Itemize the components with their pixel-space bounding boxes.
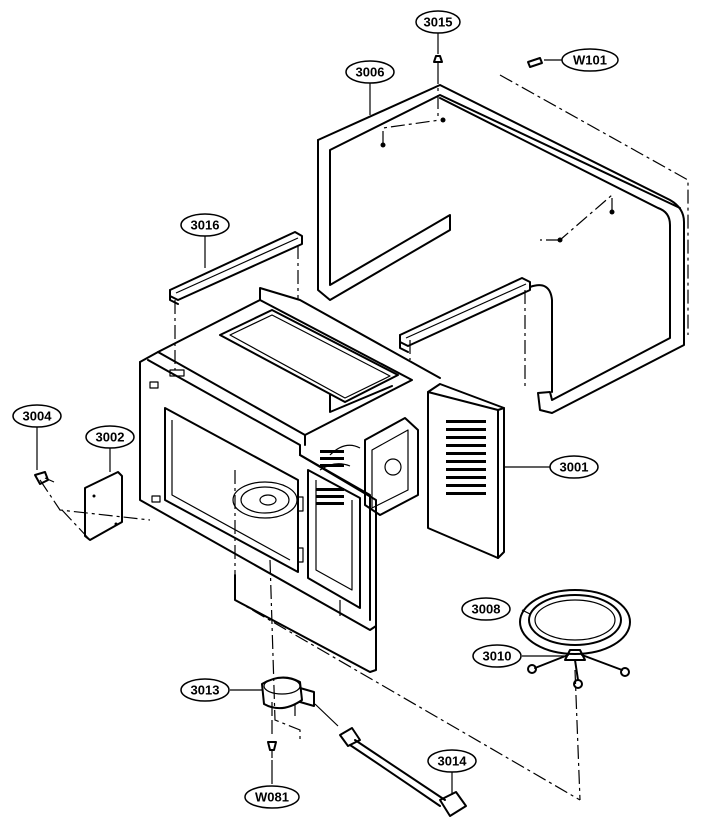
callout-3004: 3004 xyxy=(12,404,62,428)
callout-3001: 3001 xyxy=(549,455,599,479)
turntable-tray xyxy=(519,589,631,655)
callout-3016: 3016 xyxy=(180,213,230,237)
svg-text:3008: 3008 xyxy=(472,602,501,617)
screw-3004-icon xyxy=(34,471,55,485)
main-chassis xyxy=(139,287,505,673)
roller-support xyxy=(527,649,630,689)
screw-w101-icon xyxy=(527,57,543,68)
screw-w081-icon xyxy=(267,741,277,758)
assembly-lines xyxy=(39,70,689,801)
svg-text:3014: 3014 xyxy=(438,754,468,769)
outer-case xyxy=(317,84,685,414)
callout-3013: 3013 xyxy=(180,678,230,702)
callout-w081: W081 xyxy=(244,785,300,809)
callout-3015: 3015 xyxy=(415,10,461,34)
callout-3006: 3006 xyxy=(345,60,395,84)
callout-3014: 3014 xyxy=(427,749,477,773)
cover-plate xyxy=(84,471,123,541)
turntable-motor xyxy=(261,676,315,716)
svg-text:W081: W081 xyxy=(255,790,289,805)
callout-3002: 3002 xyxy=(85,425,135,449)
svg-text:3004: 3004 xyxy=(23,409,53,424)
callout-3010: 3010 xyxy=(472,644,522,668)
callout-w101: W101 xyxy=(561,48,619,72)
wire-harness xyxy=(314,703,467,817)
callout-3008: 3008 xyxy=(461,597,511,621)
svg-text:3010: 3010 xyxy=(483,649,512,664)
svg-text:3002: 3002 xyxy=(96,430,125,445)
svg-text:3001: 3001 xyxy=(560,460,589,475)
screw-3015-icon xyxy=(433,55,443,70)
svg-text:3015: 3015 xyxy=(424,15,453,30)
svg-text:3006: 3006 xyxy=(356,65,385,80)
side-rail-left xyxy=(169,231,303,305)
svg-text:3013: 3013 xyxy=(191,683,220,698)
vent-grille xyxy=(316,420,486,505)
side-rail-right xyxy=(399,277,531,353)
leader-lines xyxy=(36,33,564,795)
svg-text:3016: 3016 xyxy=(191,218,220,233)
svg-text:W101: W101 xyxy=(573,53,607,68)
